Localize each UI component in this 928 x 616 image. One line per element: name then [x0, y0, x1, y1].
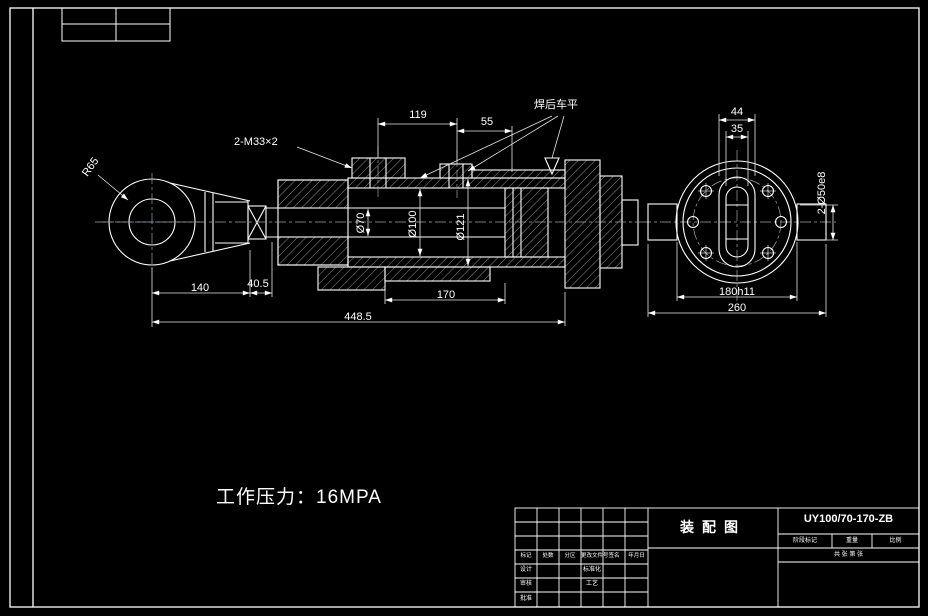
dia-outer-label: Ø121	[455, 213, 467, 241]
title-block-grid	[514, 507, 920, 608]
field-weight: 重量	[845, 538, 858, 544]
bolt-holes	[686, 183, 788, 261]
sheet-info: 共 张 第 张	[833, 552, 863, 558]
rev-header-zone: 分区	[564, 553, 576, 559]
dim-flange-flat: 180h11	[719, 286, 755, 298]
role-design: 设计	[519, 567, 532, 573]
dim-port-offset: 55	[480, 116, 494, 128]
role-standardize: 标准化	[582, 567, 601, 573]
drawing-title: 装配图	[680, 519, 746, 535]
rev-header-sign: 签名	[608, 553, 620, 559]
dim-eye-length: 140	[190, 282, 210, 294]
role-process: 工艺	[585, 581, 598, 587]
dia-rod-label: Ø70	[355, 212, 367, 234]
dim-overall: 448.5	[344, 311, 372, 323]
dim-slot-outer: 44	[730, 106, 744, 118]
side-view	[108, 157, 639, 291]
rev-header-count: 处数	[542, 553, 554, 559]
dim-port-spacing: 119	[409, 109, 427, 121]
dim-neck: 40.5	[247, 278, 269, 290]
field-scale: 比例	[889, 538, 902, 544]
working-pressure-note: 工作压力：16MPA	[216, 487, 382, 508]
drawing-frame	[9, 7, 920, 608]
dim-stroke: 170	[436, 289, 456, 301]
drawing-number: UY100/70-170-ZB	[803, 513, 894, 525]
role-check: 审核	[519, 581, 532, 587]
rev-header-date: 年月日	[628, 553, 645, 559]
dia-bore-label: Ø100	[407, 210, 419, 238]
thread-callout-label: 2-M33×2	[234, 136, 278, 148]
rev-header-docno: 更改文件号	[581, 553, 609, 559]
dim-overall-width: 260	[727, 302, 747, 314]
dimensions	[97, 114, 838, 327]
weld-note-label: 焊后车平	[534, 99, 578, 111]
dim-slot-inner: 35	[730, 123, 744, 135]
corner-block	[61, 7, 171, 42]
pin-callout-label: 2-Ø50e8	[816, 171, 828, 215]
field-stage-mark: 阶段标记	[792, 538, 817, 544]
rev-header-mark: 标记	[520, 553, 532, 559]
role-approve: 批准	[519, 596, 532, 602]
